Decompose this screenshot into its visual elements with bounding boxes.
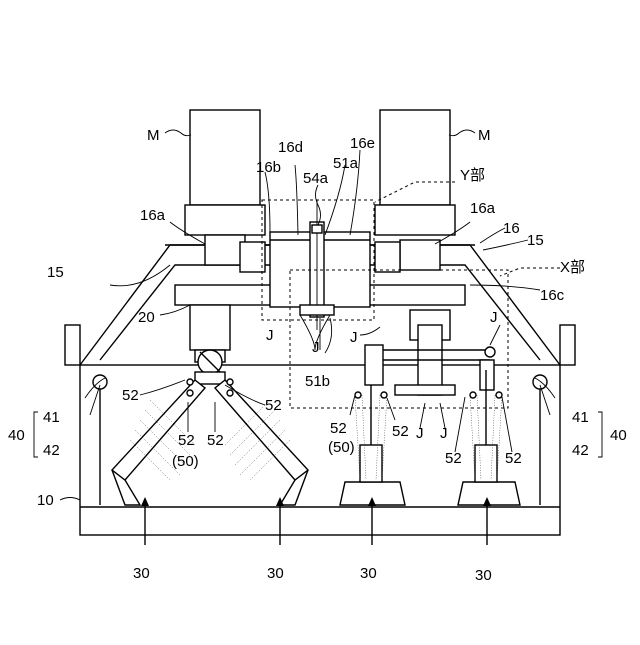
pipe-right bbox=[533, 375, 547, 389]
label-52-h: 52 bbox=[505, 450, 522, 467]
label-16a-left: 16a bbox=[140, 207, 166, 224]
label-41-right: 41 bbox=[572, 409, 589, 426]
motor-right bbox=[375, 110, 455, 272]
label-30-d: 30 bbox=[475, 567, 492, 584]
label-16: 16 bbox=[503, 220, 520, 237]
label-52-c: 52 bbox=[178, 432, 195, 449]
label-joint-6: J bbox=[440, 425, 448, 442]
label-joint-2: J bbox=[312, 339, 320, 356]
label-40-right: 40 bbox=[610, 427, 627, 444]
pipe-left bbox=[93, 375, 107, 389]
label-joint-1: J bbox=[266, 327, 274, 344]
label-motor-right: M bbox=[478, 127, 491, 144]
label-motor-left: M bbox=[147, 127, 160, 144]
label-joint-3: J bbox=[350, 329, 358, 346]
right-mechanism bbox=[365, 310, 495, 395]
label-region-y: Y部 bbox=[460, 167, 485, 184]
label-16c: 16c bbox=[540, 287, 565, 304]
label-52-e: 52 bbox=[330, 420, 347, 437]
label-50-center: (50) bbox=[328, 439, 355, 456]
label-50-left: (50) bbox=[172, 453, 199, 470]
label-16d: 16d bbox=[278, 139, 303, 156]
label-15-right: 15 bbox=[527, 232, 544, 249]
label-region-x: X部 bbox=[560, 259, 585, 276]
label-42-right: 42 bbox=[572, 442, 589, 459]
left-spindle bbox=[190, 305, 230, 384]
label-20: 20 bbox=[138, 309, 155, 326]
label-51b: 51b bbox=[305, 373, 330, 390]
leader-lines bbox=[34, 130, 602, 545]
label-15-left: 15 bbox=[47, 264, 64, 281]
label-52-a: 52 bbox=[122, 387, 139, 404]
label-52-f: 52 bbox=[392, 423, 409, 440]
label-41-left: 41 bbox=[43, 409, 60, 426]
motor-left bbox=[185, 110, 265, 272]
label-30-a: 30 bbox=[133, 565, 150, 582]
label-54a: 54a bbox=[303, 170, 329, 187]
label-joint-5: J bbox=[416, 425, 424, 442]
label-52-g: 52 bbox=[445, 450, 462, 467]
label-10: 10 bbox=[37, 492, 54, 509]
label-52-d: 52 bbox=[207, 432, 224, 449]
label-group: M M 16d 16e 51a 16b 54a Y部 16a 16a 16 15… bbox=[8, 127, 627, 584]
label-16e: 16e bbox=[350, 135, 375, 152]
label-40-left: 40 bbox=[8, 427, 25, 444]
label-52-b: 52 bbox=[265, 397, 282, 414]
label-30-c: 30 bbox=[360, 565, 377, 582]
label-16b: 16b bbox=[256, 159, 281, 176]
label-joint-4: J bbox=[490, 309, 498, 326]
label-51a: 51a bbox=[333, 155, 359, 172]
label-16a-right: 16a bbox=[470, 200, 496, 217]
label-30-b: 30 bbox=[267, 565, 284, 582]
label-42-left: 42 bbox=[43, 442, 60, 459]
